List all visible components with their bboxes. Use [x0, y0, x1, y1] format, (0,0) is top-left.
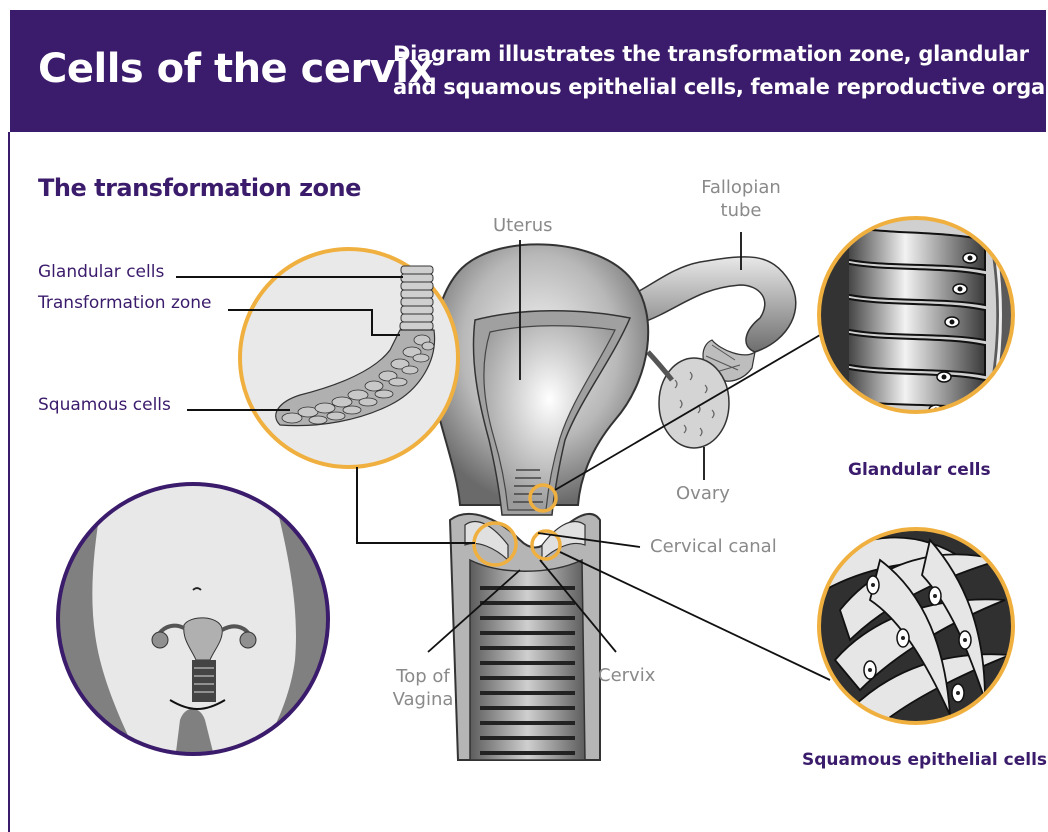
- label-uterus: Uterus: [493, 215, 553, 236]
- label-fallopian-tube: Fallopian tube: [695, 176, 787, 222]
- label-squamous-epithelial-cells: Squamous epithelial cells: [802, 750, 1047, 770]
- label-top-of-vagina-line-1: Top of: [382, 665, 464, 688]
- label-ovary: Ovary: [676, 483, 730, 504]
- label-top-of-vagina: Top of Vagina: [382, 665, 464, 711]
- label-glandular-cells-right: Glandular cells: [848, 460, 991, 480]
- label-glandular-cells-left: Glandular cells: [38, 262, 164, 282]
- squamous-cells-magnifier: [819, 529, 1013, 725]
- transformation-zone-magnifier: [240, 249, 458, 467]
- label-fallopian-tube-line-2: tube: [695, 199, 787, 222]
- label-cervical-canal: Cervical canal: [650, 536, 777, 557]
- section-heading: The transformation zone: [38, 174, 361, 202]
- label-top-of-vagina-line-2: Vagina: [382, 688, 464, 711]
- label-transformation-zone: Transformation zone: [38, 293, 212, 313]
- label-fallopian-tube-line-1: Fallopian: [695, 176, 787, 199]
- label-squamous-cells: Squamous cells: [38, 395, 171, 415]
- label-cervix: Cervix: [598, 665, 655, 686]
- glandular-cells-magnifier: [819, 218, 1013, 415]
- body-inset: [58, 480, 328, 760]
